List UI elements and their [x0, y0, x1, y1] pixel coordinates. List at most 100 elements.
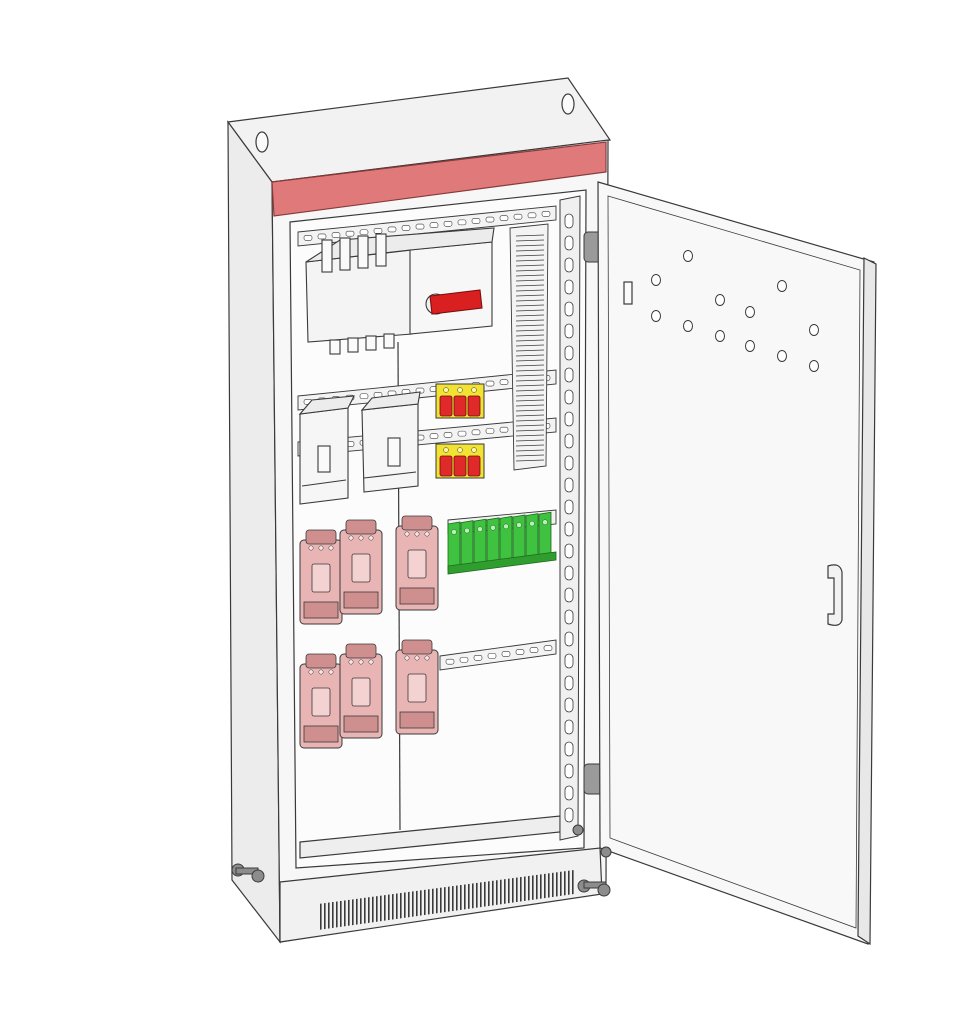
- din-rail-slot: [457, 219, 467, 226]
- rail-slot: [564, 609, 574, 625]
- fuse-screw: [457, 447, 463, 453]
- main-switch: [305, 227, 495, 355]
- terminal-screw: [516, 522, 522, 528]
- din-rail-slot: [499, 426, 509, 433]
- strip-tooth: [515, 234, 545, 237]
- strip-tooth: [515, 359, 545, 362]
- door-inner-flange: [607, 195, 861, 929]
- din-rail-slot: [529, 647, 539, 653]
- green-terminals: [447, 511, 557, 575]
- din-rail-slot: [429, 433, 439, 440]
- din-rail-slot: [499, 215, 509, 221]
- lifting-eye-right: [561, 93, 575, 115]
- din-rail-slot: [359, 393, 369, 400]
- green-terminal: [499, 515, 513, 565]
- strip-tooth: [515, 449, 545, 452]
- fuse-blocks: [435, 383, 485, 479]
- breaker-screw: [348, 535, 354, 541]
- breaker-screw: [348, 659, 354, 665]
- terminal-screw: [503, 523, 509, 530]
- breaker-terminals: [343, 715, 379, 733]
- din-rail-slot: [499, 379, 509, 385]
- strip-tooth: [515, 409, 545, 412]
- door-hole: [651, 310, 661, 322]
- door-slot: [623, 281, 633, 305]
- din-rail-slot: [459, 656, 469, 663]
- breaker-toggle: [311, 687, 331, 717]
- din-rail-slot: [485, 216, 495, 223]
- door-hole: [651, 274, 661, 286]
- rail-slot: [564, 455, 574, 471]
- door-hole: [683, 320, 693, 332]
- door-hole: [809, 360, 819, 372]
- fuse-cartridge: [453, 455, 467, 477]
- strip-tooth: [515, 399, 545, 402]
- strip-tooth: [515, 244, 545, 247]
- plinth-louvers: [318, 870, 574, 930]
- breaker-screw: [328, 669, 334, 675]
- breaker-top: [305, 529, 337, 545]
- strip-tooth: [515, 369, 545, 372]
- breaker-screw: [368, 659, 374, 665]
- rail-slot: [564, 785, 574, 801]
- din-rail-slot: [443, 432, 453, 438]
- din-rail: [439, 639, 557, 671]
- door-hole: [777, 350, 787, 362]
- din-rail-slot: [515, 649, 525, 655]
- breaker-screw: [414, 531, 420, 537]
- rail-slot: [564, 279, 574, 295]
- strip-tooth: [515, 419, 545, 422]
- rail-slot: [564, 257, 574, 273]
- din-rail-slot: [445, 658, 455, 665]
- din-rail-slot: [373, 228, 383, 234]
- breaker-screw: [424, 531, 430, 537]
- rail-slot: [564, 389, 574, 405]
- rail-pin: [572, 824, 584, 836]
- rail-slot: [564, 367, 574, 383]
- strip-tooth: [515, 414, 545, 417]
- green-terminal: [447, 521, 461, 571]
- din-rail-slot: [485, 380, 495, 387]
- breaker-terminals: [399, 587, 435, 605]
- open-door: [597, 181, 877, 946]
- door-holes: [651, 250, 819, 372]
- terminal-screw: [451, 529, 457, 535]
- breaker-screw: [368, 535, 374, 541]
- door-hole: [715, 294, 725, 306]
- strip-tooth: [515, 324, 545, 327]
- fuse-block: [435, 383, 485, 419]
- rail-slot: [564, 301, 574, 317]
- fuse-screw: [443, 447, 449, 453]
- door-hole: [715, 330, 725, 342]
- strip-tooth: [515, 374, 545, 377]
- rail-slot: [564, 521, 574, 537]
- strip-tooth: [515, 459, 545, 462]
- door-hole: [683, 250, 693, 262]
- din-rail-slot: [303, 235, 313, 241]
- rail-slot: [564, 499, 574, 515]
- breaker-screw: [358, 659, 364, 665]
- din-rail-slot: [541, 211, 551, 217]
- din-rail-slot: [513, 213, 523, 220]
- strip-tooth: [515, 344, 545, 347]
- strip-tooth: [515, 379, 545, 382]
- breaker-top: [401, 515, 433, 531]
- main-switch-bottom-terminals: [329, 333, 395, 355]
- pink-breakers: [299, 515, 439, 749]
- breaker-toggle: [351, 553, 371, 583]
- din-rail-slot: [473, 655, 483, 661]
- main-switch-top: [305, 227, 495, 263]
- breaker-terminals: [343, 591, 379, 609]
- strip-tooth: [515, 274, 545, 277]
- strip-tooth: [515, 429, 545, 432]
- strip-tooth: [515, 389, 545, 392]
- fuse-cartridge: [453, 395, 467, 417]
- pink-breaker: [339, 519, 383, 615]
- terminal-screw: [477, 526, 483, 532]
- strip-tooth: [515, 354, 545, 357]
- breaker-toggle: [407, 673, 427, 703]
- rail-slot: [564, 631, 574, 647]
- strip-tooth: [515, 319, 545, 322]
- green-terminal: [486, 517, 500, 567]
